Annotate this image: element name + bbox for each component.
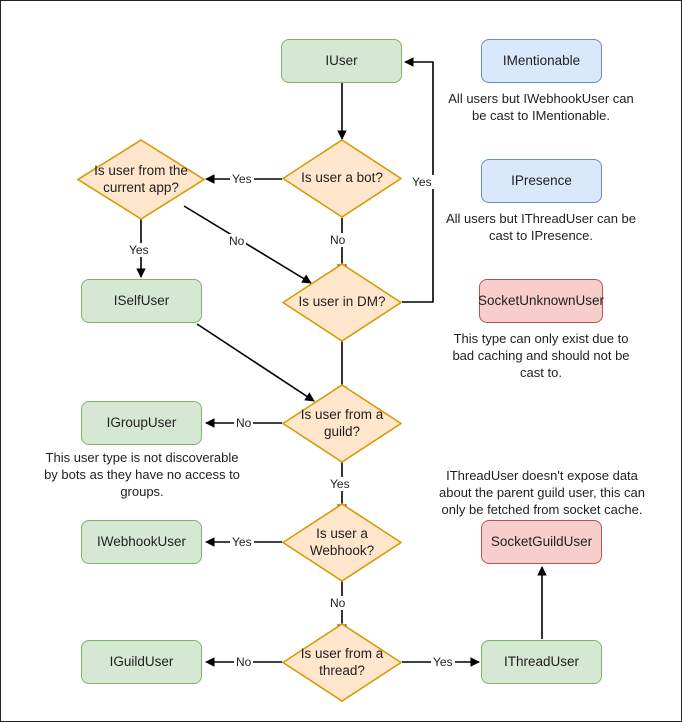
diamond-shape bbox=[282, 623, 402, 702]
node-ithreaduser-label: IThreadUser bbox=[503, 653, 580, 669]
node-is-guild-label: Is user from a guild? bbox=[300, 407, 384, 439]
diamond-shape bbox=[282, 384, 402, 463]
edge-label-webhook-no: No bbox=[328, 596, 348, 610]
node-iwebhookuser-label: IWebhookUser bbox=[96, 533, 187, 549]
caption-socketunknownuser: This type can only exist due to bad cach… bbox=[452, 331, 630, 381]
node-is-current-app-label: Is user from the current app? bbox=[94, 163, 188, 195]
diamond-shape bbox=[77, 139, 205, 220]
node-socketunknownuser[interactable]: SocketUnknownUser bbox=[477, 279, 605, 323]
node-igroupuser-label: IGroupUser bbox=[106, 414, 177, 430]
edge-label-webhook-yes: Yes bbox=[230, 535, 254, 549]
diamond-shape bbox=[282, 139, 402, 218]
diamond-shape bbox=[282, 503, 402, 582]
caption-ipresence: All users but IThreadUser can be cast to… bbox=[445, 211, 637, 244]
node-is-webhook[interactable]: Is user a Webhook? bbox=[282, 503, 402, 582]
edge-label-current-app-no: No bbox=[227, 234, 247, 248]
node-iwebhookuser[interactable]: IWebhookUser bbox=[81, 520, 202, 564]
node-imentionable[interactable]: IMentionable bbox=[481, 39, 602, 83]
diamond-shape bbox=[282, 263, 402, 342]
node-is-dm[interactable]: Is user in DM? bbox=[282, 263, 402, 342]
edge-label-current-app-yes: Yes bbox=[127, 243, 151, 257]
node-iguilduser[interactable]: IGuildUser bbox=[81, 640, 202, 684]
node-igroupuser[interactable]: IGroupUser bbox=[81, 401, 202, 445]
node-iuser[interactable]: IUser bbox=[281, 39, 402, 83]
node-is-bot-label: Is user a bot? bbox=[301, 170, 383, 186]
node-socketunknownuser-label: SocketUnknownUser bbox=[477, 292, 605, 308]
edge-label-guild-yes: Yes bbox=[328, 477, 352, 491]
node-imentionable-label: IMentionable bbox=[502, 52, 581, 68]
edge-label-thread-no: No bbox=[234, 655, 254, 669]
node-is-thread-label: Is user from a thread? bbox=[300, 646, 384, 678]
node-is-thread[interactable]: Is user from a thread? bbox=[282, 623, 402, 702]
edge-label-guild-no: No bbox=[234, 416, 254, 430]
node-iselfuser-label: ISelfUser bbox=[113, 292, 170, 308]
node-ipresence-label: IPresence bbox=[511, 172, 572, 188]
node-ipresence[interactable]: IPresence bbox=[481, 159, 602, 203]
node-ithreaduser[interactable]: IThreadUser bbox=[481, 640, 602, 684]
node-iselfuser[interactable]: ISelfUser bbox=[81, 279, 202, 323]
node-is-bot[interactable]: Is user a bot? bbox=[282, 139, 402, 218]
node-is-guild[interactable]: Is user from a guild? bbox=[282, 384, 402, 463]
node-socketguilduser[interactable]: SocketGuildUser bbox=[481, 520, 602, 564]
edge-label-dm-yes: Yes bbox=[410, 175, 434, 189]
node-socketguilduser-label: SocketGuildUser bbox=[490, 533, 593, 549]
node-is-webhook-label: Is user a Webhook? bbox=[309, 526, 375, 558]
node-is-current-app[interactable]: Is user from the current app? bbox=[77, 139, 205, 220]
caption-socketguilduser: IThreadUser doesn't expose data about th… bbox=[439, 468, 645, 518]
edge-label-thread-yes: Yes bbox=[431, 655, 455, 669]
caption-igroupuser: This user type is not discoverable by bo… bbox=[44, 450, 240, 500]
edge-label-bot-yes: Yes bbox=[230, 172, 254, 186]
node-is-dm-label: Is user in DM? bbox=[298, 294, 386, 310]
edge-label-bot-no: No bbox=[328, 233, 348, 247]
node-iguilduser-label: IGuildUser bbox=[109, 653, 174, 669]
node-iuser-label: IUser bbox=[325, 52, 358, 68]
caption-imentionable: All users but IWebhookUser can be cast t… bbox=[448, 91, 634, 124]
